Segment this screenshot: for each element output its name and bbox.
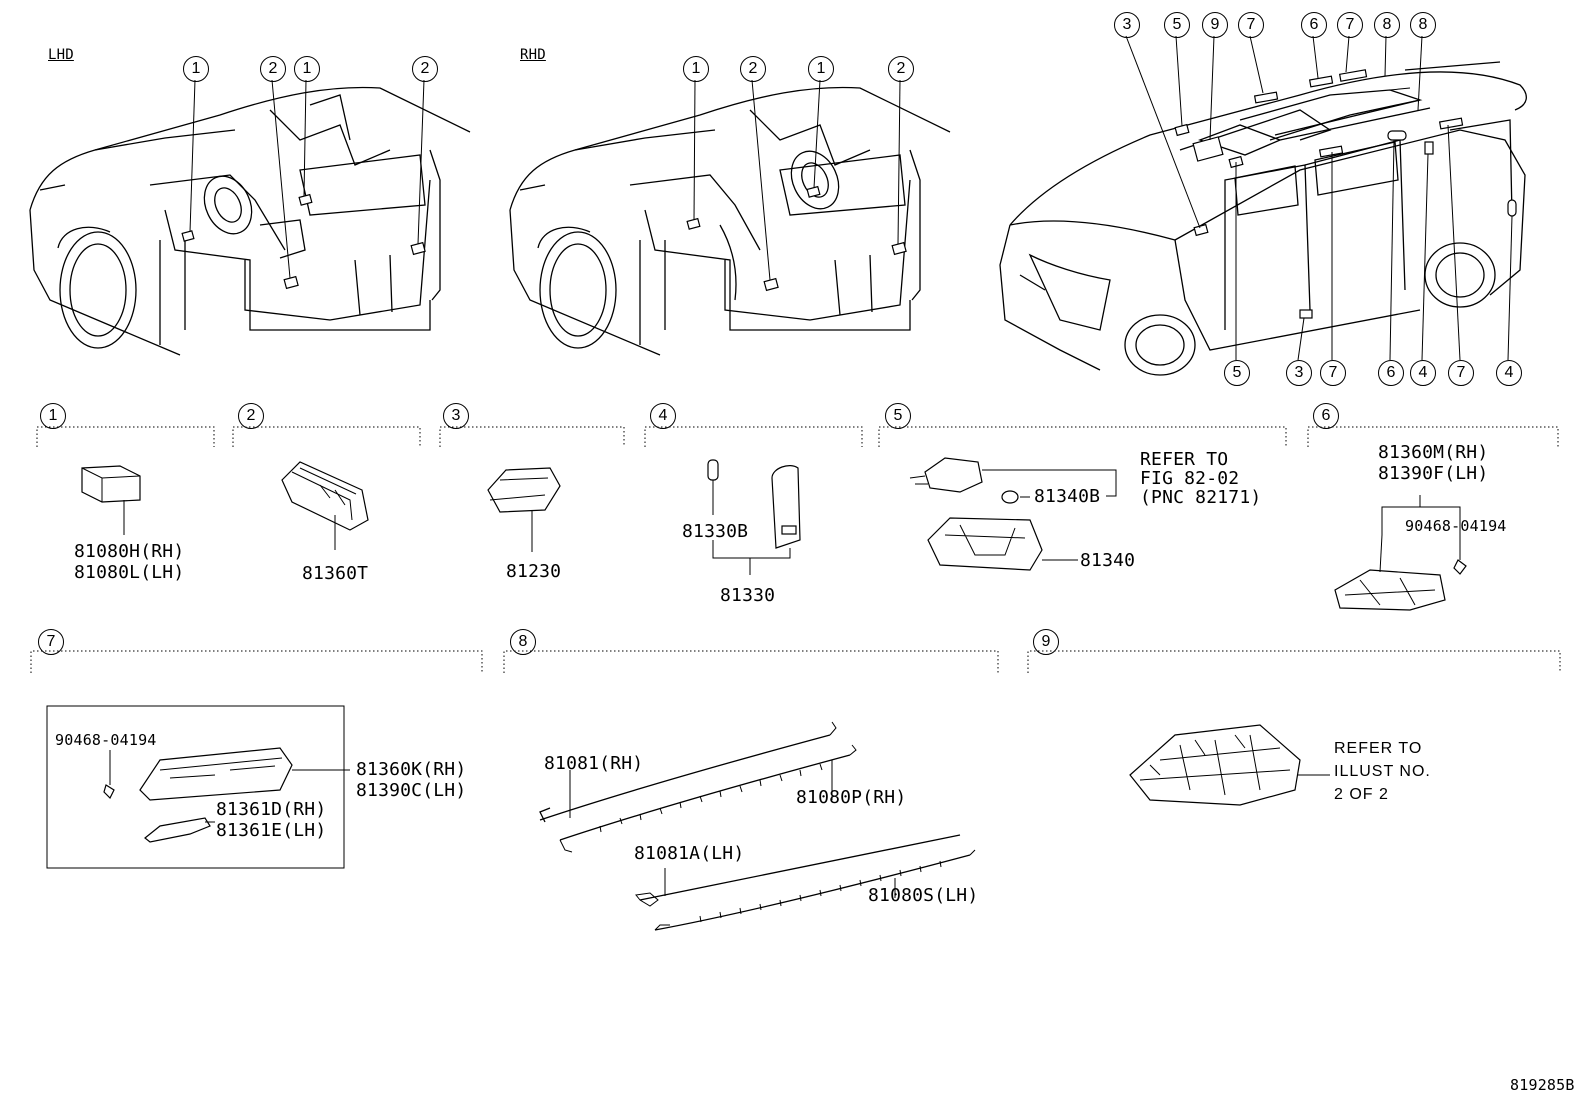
section-4-number: 4 [650,403,676,429]
callout-6: 6 [1378,360,1404,386]
part-81230-lamp [487,467,561,552]
part-number-81081A: 81081A(LH) [634,843,745,864]
part-number-81361D: 81361D(RH) [216,799,327,820]
refer-text-line1: REFER TO [1140,449,1229,470]
callout-2: 2 [740,56,766,82]
lhd-interior-illustration [29,79,471,356]
part-number-81360K: 81360K(RH) [356,759,467,780]
part-number-90468-04194: 90468-04194 [55,731,157,749]
part-overhead-console [1129,724,1330,806]
callout-2: 2 [260,56,286,82]
part-81360M-lamp [1334,495,1467,611]
callout-7: 7 [1448,360,1474,386]
part-number-81360M: 81360M(RH) [1378,442,1489,463]
callout-6: 6 [1301,12,1327,38]
callout-7: 7 [1320,360,1346,386]
callout-9: 9 [1202,12,1228,38]
section-6-number: 6 [1313,403,1339,429]
rhd-interior-illustration [509,79,951,356]
part-number-81340: 81340 [1080,550,1136,571]
callout-2: 2 [412,56,438,82]
callout-1: 1 [183,56,209,82]
exterior-van-illustration [999,35,1527,376]
part-81080-lamp [81,465,141,535]
callout-4: 4 [1496,360,1522,386]
part-81330-lamp [707,459,801,575]
diagram-code: 819285B [1510,1076,1575,1094]
part-81360T-lamp [281,461,369,550]
part-number-81360T: 81360T [302,563,369,584]
callout-5: 5 [1224,360,1250,386]
refer-text-line1: REFER TO [1334,740,1423,757]
callout-1: 1 [294,56,320,82]
part-number-81390F: 81390F(LH) [1378,463,1489,484]
part-81080P-strip [539,721,976,931]
rhd-label: RHD [520,47,546,63]
refer-text-line2: ILLUST NO. [1334,763,1431,780]
section-9-number: 9 [1033,629,1059,655]
section-brackets-row1 [36,426,1559,447]
part-number-81390C: 81390C(LH) [356,780,467,801]
section-brackets-row2 [30,650,1561,673]
part-number-81330B: 81330B [682,521,749,542]
refer-text-line3: 2 OF 2 [1334,786,1389,803]
part-number-81080L: 81080L(LH) [74,562,185,583]
part-number-81080H: 81080H(RH) [74,541,185,562]
callout-5: 5 [1164,12,1190,38]
callout-2: 2 [888,56,914,82]
part-number-81361E: 81361E(LH) [216,820,327,841]
section-3-number: 3 [443,403,469,429]
section-2-number: 2 [238,403,264,429]
section-8-number: 8 [510,629,536,655]
callout-7: 7 [1337,12,1363,38]
section-1-number: 1 [40,403,66,429]
part-number-81080S: 81080S(LH) [868,885,979,906]
refer-text-line2: FIG 82-02 [1140,468,1240,489]
callout-4: 4 [1410,360,1436,386]
callout-1: 1 [808,56,834,82]
callout-8: 8 [1374,12,1400,38]
part-number-81080P: 81080P(RH) [796,787,907,808]
part-81360K-box [46,705,350,869]
part-number-90468-04194: 90468-04194 [1405,517,1507,535]
part-number-81230: 81230 [506,561,562,582]
section-5-number: 5 [885,403,911,429]
lhd-label: LHD [48,47,74,63]
part-81340-lamp [909,457,1117,571]
refer-text-line3: (PNC 82171) [1140,487,1262,508]
part-number-81330: 81330 [720,585,776,606]
callout-7: 7 [1238,12,1264,38]
callout-3: 3 [1114,12,1140,38]
callout-1: 1 [683,56,709,82]
callout-3: 3 [1286,360,1312,386]
section-7-number: 7 [38,629,64,655]
callout-8: 8 [1410,12,1436,38]
part-number-81340B: 81340B [1034,486,1101,507]
part-number-81081: 81081(RH) [544,753,644,774]
